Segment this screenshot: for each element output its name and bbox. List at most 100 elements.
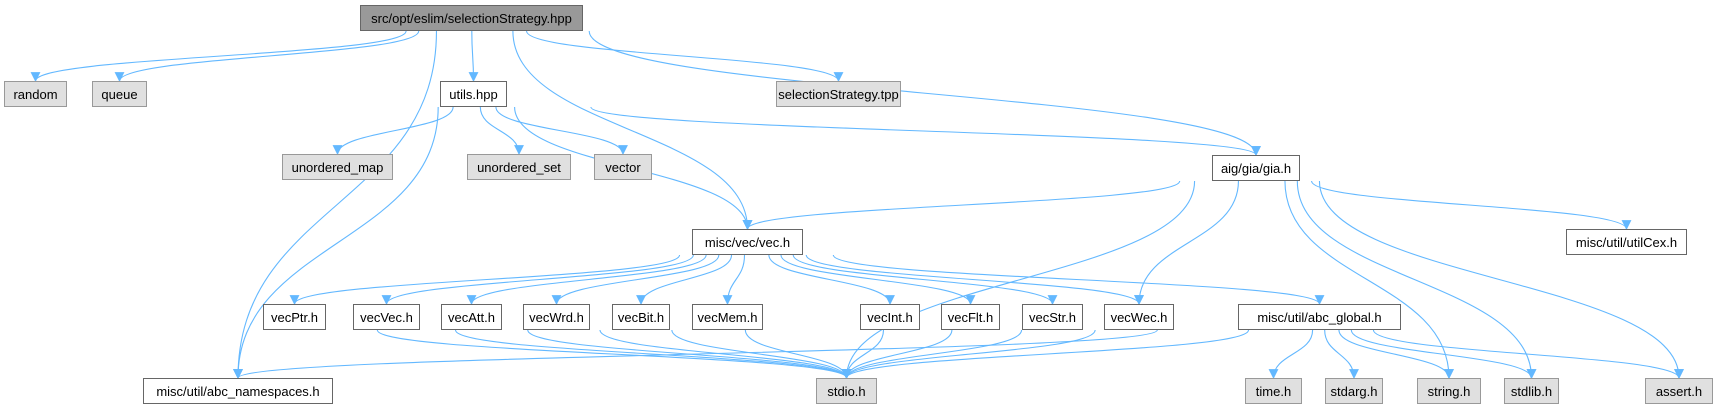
edge-vecwec-to-stdio <box>841 329 1096 379</box>
edge-vec-to-vecstr <box>792 254 1058 305</box>
node-label: random <box>13 86 58 102</box>
node-label: selectionStrategy.tpp <box>778 86 899 102</box>
edge-gia-to-stdlib <box>1296 180 1537 379</box>
edge-root-to-random <box>30 30 407 82</box>
node-abcglobal[interactable]: misc/util/abc_global.h <box>1238 304 1401 330</box>
node-vecwec[interactable]: vecWec.h <box>1104 304 1174 330</box>
node-utilcex[interactable]: misc/util/utilCex.h <box>1566 229 1687 255</box>
node-label: vecPtr.h <box>271 309 318 325</box>
node-label: misc/util/utilCex.h <box>1575 234 1678 250</box>
edge-root-to-abcns <box>233 30 438 379</box>
node-vecbit[interactable]: vecBit.h <box>612 304 670 330</box>
node-label: vecFlt.h <box>947 309 994 325</box>
edge-abcglobal-to-stdio <box>841 329 1250 379</box>
node-label: string.h <box>1427 383 1471 399</box>
node-label: vecMem.h <box>697 309 758 325</box>
edge-utils-to-uset <box>479 106 524 155</box>
node-label: assert.h <box>1655 383 1703 399</box>
node-label: vector <box>605 159 641 175</box>
node-vecatt[interactable]: vecAtt.h <box>441 304 502 330</box>
node-vecint[interactable]: vecInt.h <box>860 304 920 330</box>
node-vecwrd[interactable]: vecWrd.h <box>523 304 590 330</box>
edge-vecptr-to-stdio <box>376 329 852 379</box>
node-label: vecInt.h <box>867 309 913 325</box>
edge-utils-to-umap <box>332 106 454 155</box>
node-seltpp: selectionStrategy.tpp <box>776 81 901 107</box>
edge-vecvec-to-stdio <box>454 329 852 379</box>
node-label: unordered_set <box>477 159 561 175</box>
edge-vec-to-vecint <box>768 254 895 305</box>
edge-utils-to-vector <box>495 106 628 155</box>
node-gia[interactable]: aig/gia/gia.h <box>1212 155 1300 181</box>
node-label: utils.hpp <box>449 86 498 102</box>
edge-gia-to-utilcex <box>1311 180 1632 230</box>
node-string: string.h <box>1417 378 1481 404</box>
edge-vecwrd-to-stdio <box>599 329 852 379</box>
node-umap: unordered_map <box>282 154 393 180</box>
node-label: vecStr.h <box>1029 309 1076 325</box>
node-vector: vector <box>594 154 652 180</box>
node-vecptr[interactable]: vecPtr.h <box>263 304 326 330</box>
node-label: unordered_map <box>291 159 384 175</box>
node-queue: queue <box>92 81 147 107</box>
edge-vec-to-vecwrd <box>551 254 720 305</box>
edge-gia-to-stdio <box>841 180 1196 379</box>
edge-vec-to-vecptr <box>289 254 681 305</box>
edge-root-to-seltpp <box>526 30 844 82</box>
edge-root-to-gia <box>588 30 1261 156</box>
edge-root-to-queue <box>114 30 420 82</box>
edge-utils-to-abcns <box>233 106 439 379</box>
node-label: stdlib.h <box>1510 383 1553 399</box>
node-vecflt[interactable]: vecFlt.h <box>941 304 1000 330</box>
edge-abcglobal-to-string <box>1338 329 1454 379</box>
node-root[interactable]: src/opt/eslim/selectionStrategy.hpp <box>360 5 583 31</box>
edge-gia-to-vec <box>742 180 1181 230</box>
node-utils[interactable]: utils.hpp <box>440 81 507 107</box>
node-label: vecAtt.h <box>448 309 495 325</box>
node-time: time.h <box>1245 378 1302 404</box>
node-label: vecWec.h <box>1110 309 1168 325</box>
edge-abcglobal-to-time <box>1268 329 1314 379</box>
node-label: src/opt/eslim/selectionStrategy.hpp <box>371 10 572 26</box>
node-vecmem[interactable]: vecMem.h <box>692 304 763 330</box>
node-stdio: stdio.h <box>816 378 877 404</box>
node-stdarg: stdarg.h <box>1325 378 1383 404</box>
node-label: vecVec.h <box>360 309 413 325</box>
edge-gia-to-string <box>1284 180 1454 379</box>
node-label: aig/gia/gia.h <box>1220 160 1292 176</box>
edge-vec-to-vecbit <box>636 254 733 305</box>
edge-abcglobal-to-stdlib <box>1350 329 1537 379</box>
edge-utils-to-gia <box>590 106 1261 156</box>
edge-abcglobal-to-abcns <box>233 329 1158 379</box>
edge-vec-to-vecatt <box>466 254 707 305</box>
node-label: queue <box>101 86 138 102</box>
edge-abcglobal-to-stdarg <box>1324 329 1359 379</box>
node-label: time.h <box>1255 383 1292 399</box>
edge-vec-to-vecmem <box>722 254 746 305</box>
edge-abcglobal-to-assert <box>1372 329 1684 379</box>
node-vec[interactable]: misc/vec/vec.h <box>692 229 803 255</box>
node-uset: unordered_set <box>467 154 571 180</box>
node-random: random <box>4 81 67 107</box>
edge-vecstr-to-stdio <box>841 329 1023 379</box>
edge-root-to-vec <box>512 30 753 230</box>
node-abcns[interactable]: misc/util/abc_namespaces.h <box>143 378 333 404</box>
node-label: misc/vec/vec.h <box>704 234 791 250</box>
node-label: stdarg.h <box>1330 383 1378 399</box>
edge-gia-to-vecwec <box>1134 180 1239 305</box>
edge-vec-to-vecflt <box>780 254 976 305</box>
node-label: misc/util/abc_global.h <box>1257 309 1382 325</box>
edge-vec-to-vecwec <box>805 254 1144 305</box>
node-vecstr[interactable]: vecStr.h <box>1022 304 1083 330</box>
node-label: vecWrd.h <box>529 309 584 325</box>
node-stdlib: stdlib.h <box>1504 378 1559 404</box>
edge-gia-to-assert <box>1318 180 1684 379</box>
edge-vec-to-abcglobal <box>832 254 1325 305</box>
edge-root-to-utils <box>468 30 479 82</box>
node-label: stdio.h <box>827 383 866 399</box>
edge-vec-to-vecvec <box>381 254 694 305</box>
node-label: misc/util/abc_namespaces.h <box>156 383 320 399</box>
node-label: vecBit.h <box>617 309 665 325</box>
node-vecvec[interactable]: vecVec.h <box>353 304 420 330</box>
